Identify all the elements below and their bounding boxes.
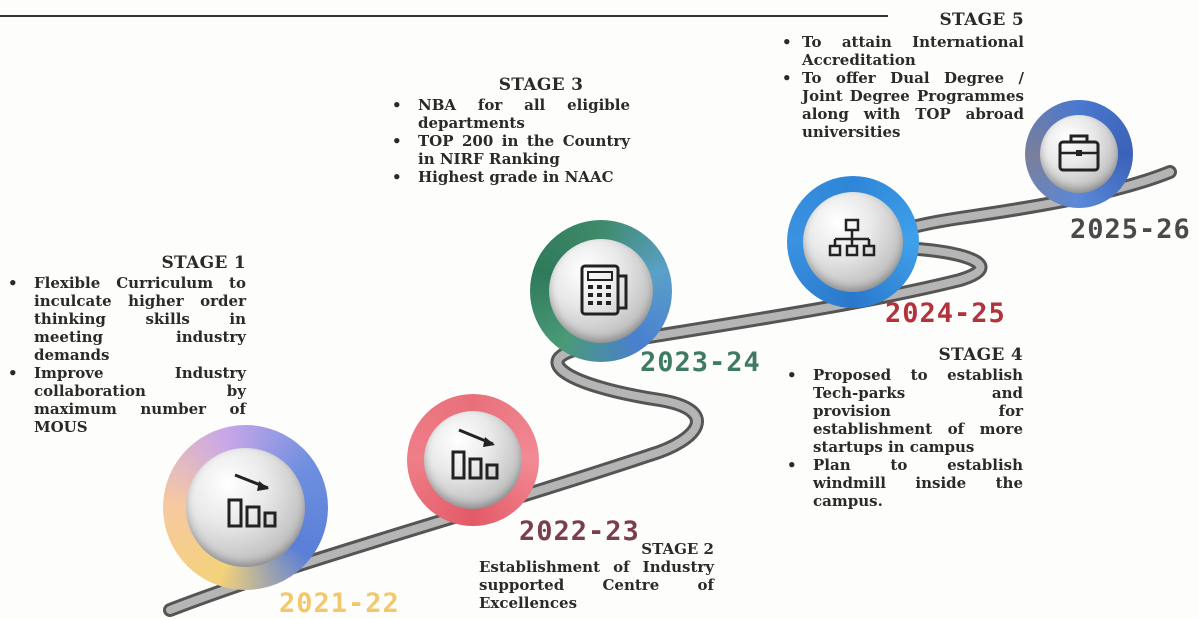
- stage5-circle: [1025, 100, 1133, 208]
- stage2-block: STAGE 2 Establishment of Industry suppor…: [479, 540, 714, 612]
- year-2025-26: 2025-26: [1070, 214, 1191, 245]
- list-item: NBA for all eligible departments: [392, 96, 630, 132]
- bar-chart-declining-icon: [227, 473, 277, 528]
- stage5-list: To attain International Accreditation To…: [782, 33, 1024, 141]
- list-item: Plan to establish windmill inside the ca…: [787, 456, 1023, 510]
- stage3-title: STAGE 3: [498, 75, 584, 95]
- stage3-block: STAGE 3 NBA for all eligible departments…: [392, 76, 630, 186]
- briefcase-icon: [1058, 134, 1100, 172]
- stage3-circle: [530, 220, 672, 362]
- list-item: To attain International Accreditation: [782, 33, 1024, 69]
- title-underline: [0, 15, 888, 17]
- stage5-title: STAGE 5: [939, 10, 1024, 30]
- list-item: Flexible Curriculum to inculcate higher …: [8, 274, 246, 364]
- stage1-list: Flexible Curriculum to inculcate higher …: [8, 274, 246, 436]
- stage2-title: STAGE 2: [641, 540, 714, 558]
- year-2022-23: 2022-23: [519, 516, 640, 547]
- list-item: Highest grade in NAAC: [392, 168, 630, 186]
- list-item: TOP 200 in the Country in NIRF Ranking: [392, 132, 630, 168]
- stage5-block: STAGE 5 To attain International Accredit…: [782, 11, 1024, 141]
- bar-chart-declining-icon: [451, 428, 499, 480]
- fax-machine-icon: [580, 264, 628, 316]
- stage3-list: NBA for all eligible departments TOP 200…: [392, 96, 630, 186]
- list-item: Proposed to establish Tech-parks and pro…: [787, 366, 1023, 456]
- stage4-list: Proposed to establish Tech-parks and pro…: [787, 366, 1023, 510]
- list-item: To offer Dual Degree / Joint Degree Prog…: [782, 69, 1024, 141]
- stage2-circle: [407, 394, 539, 526]
- year-2021-22: 2021-22: [279, 588, 400, 619]
- stage1-block: STAGE 1 Flexible Curriculum to inculcate…: [8, 254, 246, 436]
- stage4-circle: [787, 176, 919, 308]
- year-2023-24: 2023-24: [640, 347, 761, 378]
- year-2024-25: 2024-25: [885, 298, 1006, 329]
- org-chart-icon: [828, 218, 876, 257]
- stage4-title: STAGE 4: [938, 345, 1023, 365]
- list-item: Improve Industry collaboration by maximu…: [8, 364, 246, 436]
- stage4-block: STAGE 4 Proposed to establish Tech-parks…: [787, 346, 1023, 510]
- stage2-text: Establishment of Industry supported Cent…: [479, 558, 714, 612]
- stage1-title: STAGE 1: [161, 253, 246, 273]
- stage1-circle: [163, 425, 328, 590]
